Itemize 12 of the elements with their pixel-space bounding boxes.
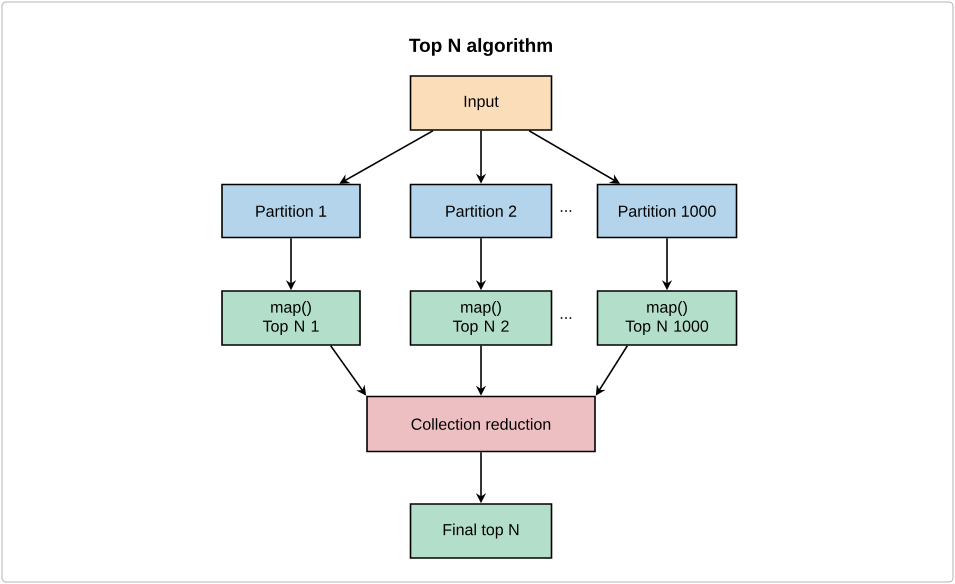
process-box: map() Top N 1 xyxy=(221,290,361,346)
process-box: map() Top N 2 xyxy=(410,290,552,346)
process-box: Partition 1000 xyxy=(596,184,738,238)
process-box: Partition 1 xyxy=(221,184,361,238)
input-box: Input xyxy=(410,75,552,131)
process-box: Partition 2 xyxy=(410,184,552,238)
process-box: Collection reduction xyxy=(366,396,596,452)
ellipsis: ... xyxy=(560,317,572,319)
title: Top N algorithm xyxy=(409,38,552,56)
output-box: Final top N xyxy=(410,503,552,559)
process-box: map() Top N 1000 xyxy=(596,290,738,346)
ellipsis: ... xyxy=(560,210,572,212)
